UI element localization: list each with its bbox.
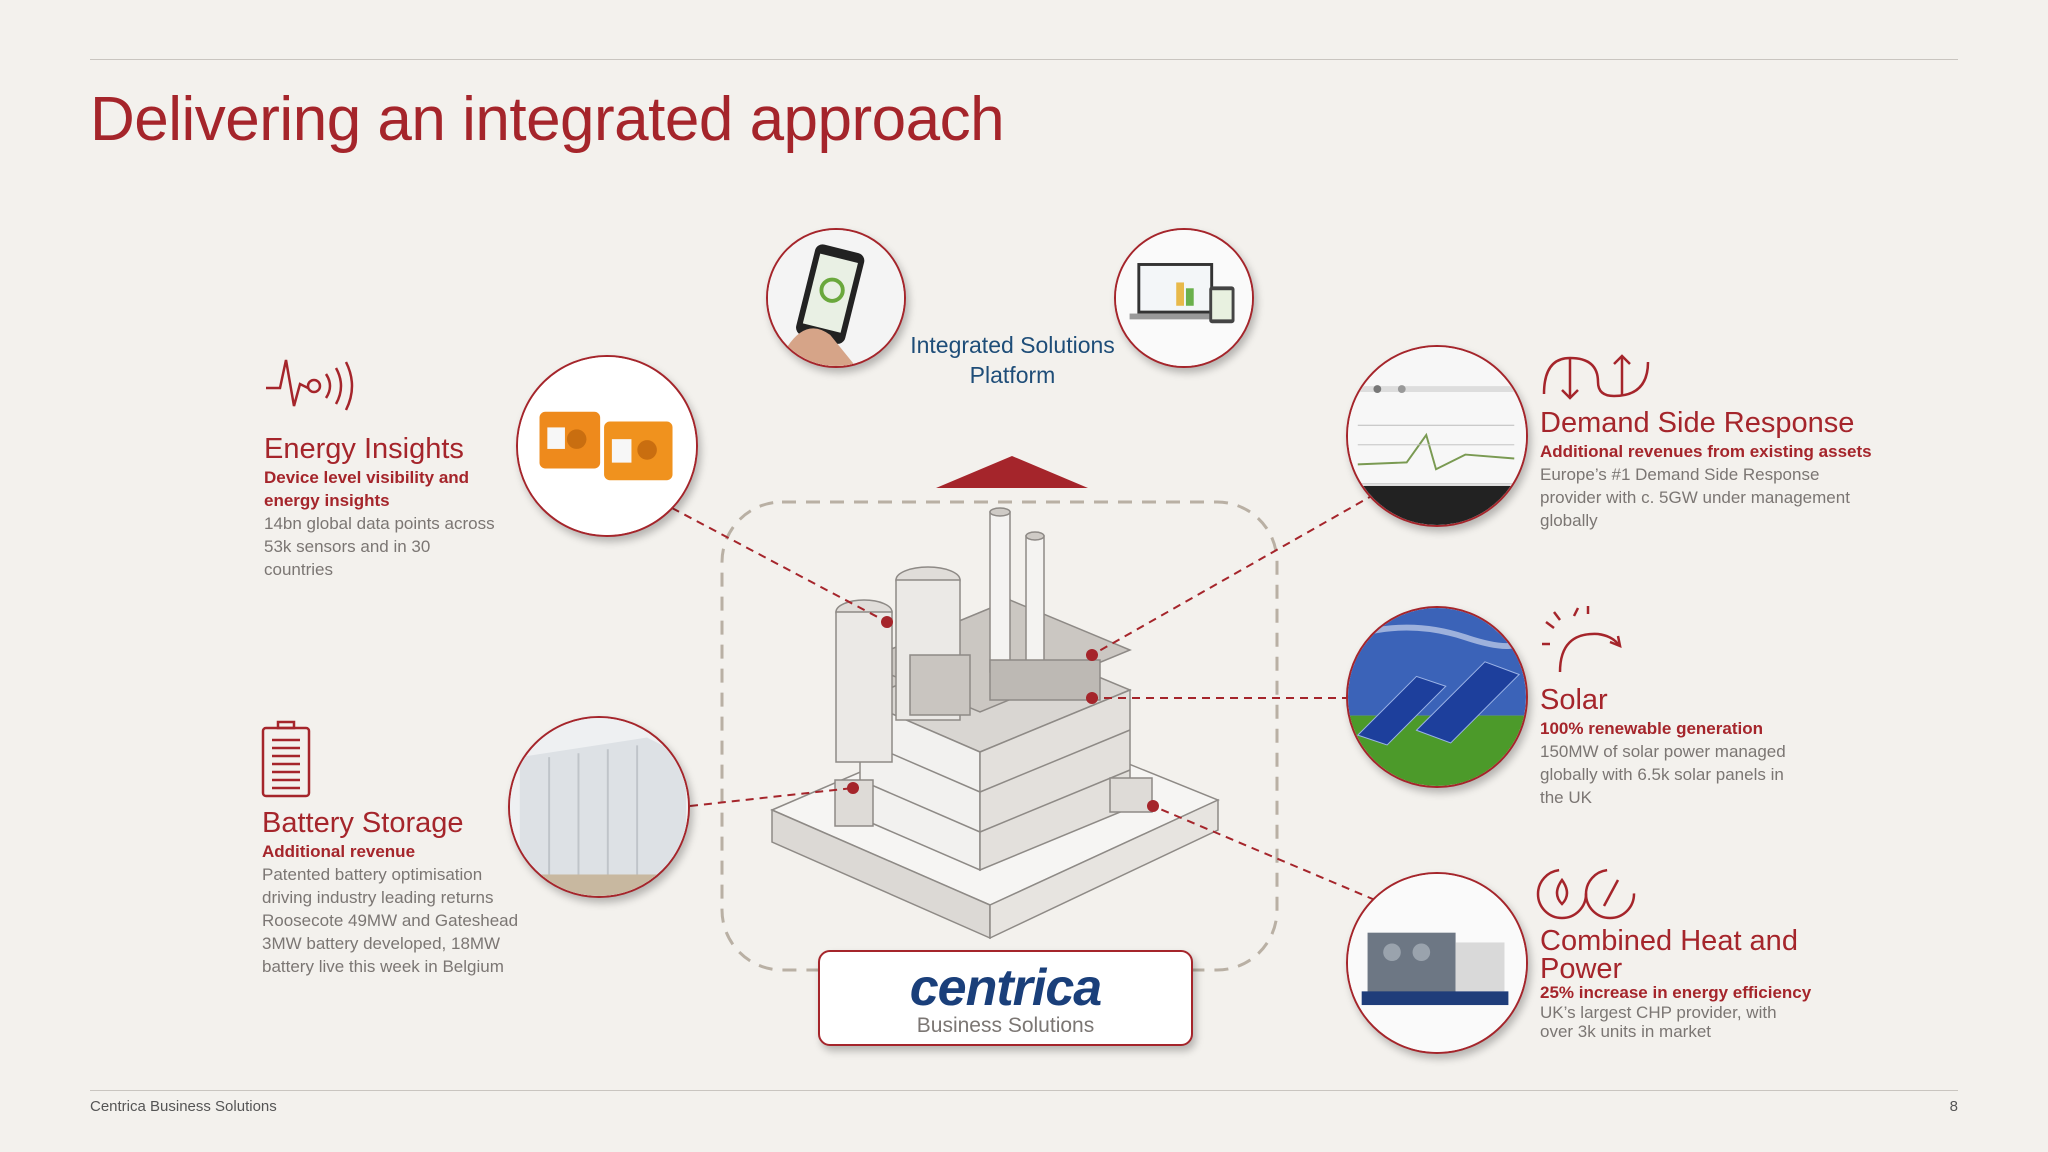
chp-heading-1: Combined Heat and (1540, 925, 1798, 957)
chp-cycle-icon (1536, 868, 1636, 920)
battery-storage-block: Battery Storage Additional revenue Paten… (262, 806, 552, 978)
solar-sub-1: 100% renewable generation (1540, 719, 1763, 738)
demand-response-arrows-icon (1542, 354, 1650, 400)
energy-insights-body-2: 53k sensors and in 30 (264, 537, 431, 556)
chp-engine-photo (1346, 872, 1528, 1054)
node-battery (847, 782, 859, 794)
centrica-logo-subtitle: Business Solutions (916, 1014, 1095, 1037)
node-dsr (1086, 649, 1098, 661)
chp-body-1: UK’s largest CHP provider, with (1540, 1003, 1777, 1022)
demand-side-response-block: Demand Side Response Additional revenues… (1540, 406, 1900, 532)
energy-insights-sub-1: Device level visibility and (264, 468, 470, 487)
solar-body-1: 150MW of solar power managed (1540, 742, 1786, 761)
connector-chp (1152, 805, 1376, 901)
solar-block: Solar 100% renewable generation 150MW of… (1540, 683, 1860, 809)
solar-panels-photo (1346, 606, 1528, 788)
solar-body-2: globally with 6.5k solar panels in (1540, 765, 1784, 784)
chp-sub-1: 25% increase in energy efficiency (1540, 983, 1812, 1002)
sun-icon (1542, 606, 1622, 673)
battery-icon (261, 720, 311, 798)
dsr-sub-1: Additional revenues from existing assets (1540, 442, 1872, 461)
energy-insights-body-1: 14bn global data points across (264, 514, 495, 533)
page-title: Delivering an integrated approach (90, 85, 1005, 154)
centrica-logo-box: centrica Business Solutions (818, 950, 1193, 1046)
centrica-logo-wordmark: centrica (909, 959, 1102, 1017)
node-chp (1147, 800, 1159, 812)
platform-label: Integrated Solutions Platform (895, 330, 1130, 390)
battery-storage-body-3: Roosecote 49MW and Gateshead (262, 911, 519, 930)
factory-building (770, 507, 1220, 940)
page-number: 8 (1949, 1098, 1958, 1115)
bottom-rule (90, 1090, 1958, 1091)
platform-triangle (936, 456, 1088, 488)
pulse-wave-icon (266, 359, 354, 411)
battery-storage-body-1: Patented battery optimisation (262, 865, 483, 884)
dsr-body-2: provider with c. 5GW under management (1540, 488, 1850, 507)
solar-heading: Solar (1540, 684, 1608, 716)
battery-storage-body-2: driving industry leading returns (262, 888, 494, 907)
chp-body-2: over 3k units in market (1540, 1022, 1712, 1041)
battery-storage-body-4: 3MW battery developed, 18MW (262, 934, 501, 953)
solar-body-3: the UK (1540, 788, 1592, 807)
platform-line-1: Integrated Solutions (910, 332, 1115, 358)
battery-storage-heading: Battery Storage (262, 807, 464, 839)
sensor-device-photo (516, 355, 698, 537)
battery-storage-body-5: battery live this week in Belgium (262, 957, 504, 976)
energy-insights-heading: Energy Insights (264, 433, 464, 465)
dsr-body-3: globally (1540, 511, 1598, 530)
footer-company: Centrica Business Solutions (90, 1098, 277, 1115)
dsr-body-1: Europe’s #1 Demand Side Response (1540, 465, 1820, 484)
node-energy (881, 616, 893, 628)
dsr-heading: Demand Side Response (1540, 407, 1855, 439)
connector-energy (671, 507, 888, 623)
top-rule (90, 59, 1958, 60)
node-solar (1086, 692, 1098, 704)
phone-app-photo (766, 228, 906, 368)
energy-insights-body-3: countries (264, 560, 333, 579)
chp-heading-2: Power (1540, 953, 1623, 985)
platform-line-2: Platform (969, 362, 1056, 388)
battery-storage-sub-1: Additional revenue (262, 842, 416, 861)
battery-container-photo (508, 716, 690, 898)
energy-insights-sub-2: energy insights (264, 491, 390, 510)
dsr-dashboard-photo (1346, 345, 1528, 527)
energy-insights-block: Energy Insights Device level visibility … (264, 432, 544, 581)
laptop-dashboard-photo (1114, 228, 1254, 368)
connector-dsr (1091, 493, 1376, 656)
chp-block: Combined Heat and Power 25% increase in … (1540, 925, 1860, 1042)
